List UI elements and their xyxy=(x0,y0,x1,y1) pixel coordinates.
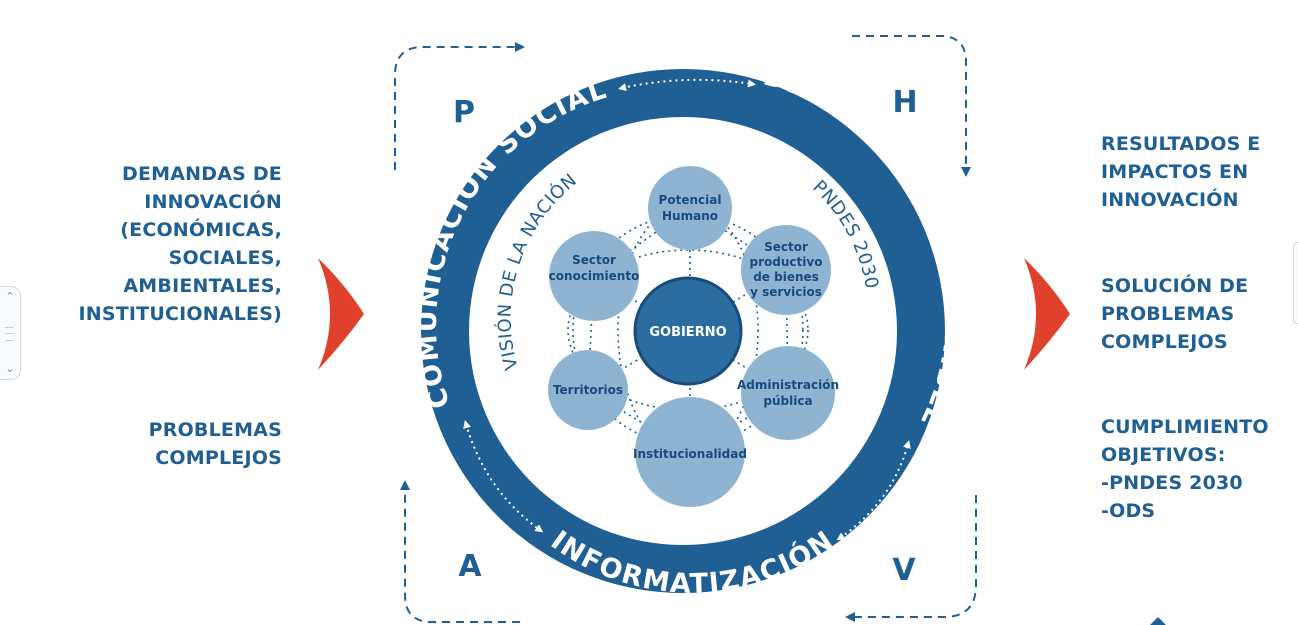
node-gobierno xyxy=(633,276,743,386)
node-territorios xyxy=(548,350,628,430)
network-nodes xyxy=(548,166,835,507)
node-sector-conocimiento xyxy=(549,231,639,321)
problems-line: COMPLEJOS xyxy=(155,447,282,469)
drag-handle-icon[interactable] xyxy=(5,327,14,341)
demands-text: DEMANDAS DE INNOVACIÓN (ECONÓMICAS, SOCI… xyxy=(40,160,282,328)
cycle-arrow-bottom-left xyxy=(400,480,520,623)
node-label: Administración xyxy=(737,378,839,392)
problems-text: PROBLEMAS COMPLEJOS xyxy=(40,416,282,472)
phva-letter-h: H xyxy=(892,85,917,120)
compliance-line: OBJETIVOS: xyxy=(1101,444,1226,466)
chevron-up-icon[interactable]: ⌃ xyxy=(5,290,15,303)
node-label: y servicios xyxy=(750,285,822,299)
phva-letter-p: P xyxy=(453,95,475,130)
side-scroll-widget[interactable]: ⌃ ⌄ xyxy=(0,286,21,380)
demands-line: AMBIENTALES, xyxy=(123,275,282,297)
node-label: productivo xyxy=(750,255,823,269)
partial-arrow-icon xyxy=(1150,617,1166,625)
results-line: INNOVACIÓN xyxy=(1101,189,1239,211)
node-potencial-humano xyxy=(648,166,732,250)
chevron-down-icon[interactable]: ⌄ xyxy=(5,362,15,375)
results-line: RESULTADOS E xyxy=(1101,133,1261,155)
phva-letter-a: A xyxy=(458,549,482,584)
demands-line: INSTITUCIONALES) xyxy=(78,303,282,325)
cycle-arrow-bottom-right xyxy=(845,495,977,622)
node-label: de bienes xyxy=(753,270,819,284)
red-chevron-left-icon xyxy=(318,258,364,370)
compliance-text: CUMPLIMIENTO OBJETIVOS: -PNDES 2030 -ODS xyxy=(1101,413,1291,525)
compliance-line: -PNDES 2030 xyxy=(1101,472,1243,494)
compliance-line: -ODS xyxy=(1101,500,1156,522)
cycle-arrow-top-right xyxy=(852,35,971,177)
phva-letters: P H V A xyxy=(453,85,918,588)
node-institucionalidad xyxy=(635,397,745,507)
node-label: conocimiento xyxy=(549,269,640,283)
compliance-line: CUMPLIMIENTO xyxy=(1101,416,1269,438)
node-sector-productivo xyxy=(741,225,831,315)
node-label: pública xyxy=(763,394,812,408)
phva-letter-v: V xyxy=(892,553,916,588)
ring-connector-right xyxy=(836,440,911,541)
node-label: Institucionalidad xyxy=(633,447,747,461)
gobierno-label: GOBIERNO xyxy=(649,325,726,340)
solution-line: SOLUCIÓN DE xyxy=(1101,275,1249,297)
demands-line: DEMANDAS DE xyxy=(122,163,282,185)
ring-connector-left xyxy=(463,420,544,533)
node-label: Sector xyxy=(764,240,808,254)
node-administracion xyxy=(741,346,835,440)
solution-text: SOLUCIÓN DE PROBLEMAS COMPLEJOS xyxy=(1101,272,1291,356)
solution-line: COMPLEJOS xyxy=(1101,331,1228,353)
node-labels: Potencial Humano Sector conocimiento Sec… xyxy=(549,193,839,461)
ring-connectors xyxy=(463,78,911,541)
results-text: RESULTADOS E IMPACTOS EN INNOVACIÓN xyxy=(1101,130,1291,214)
node-label: Humano xyxy=(662,209,718,223)
solution-line: PROBLEMAS xyxy=(1101,303,1235,325)
node-label: Potencial xyxy=(659,193,722,207)
right-edge-tab[interactable] xyxy=(1293,242,1298,324)
results-line: IMPACTOS EN xyxy=(1101,161,1249,183)
red-chevron-right-icon xyxy=(1024,258,1070,370)
cycle-arrows xyxy=(394,35,977,623)
demands-line: INNOVACIÓN xyxy=(144,191,282,213)
demands-line: SOCIALES, xyxy=(168,247,282,269)
demands-line: (ECONÓMICAS, xyxy=(120,219,282,241)
node-label: Sector xyxy=(572,253,616,267)
cycle-arrow-top-left xyxy=(394,42,525,170)
problems-line: PROBLEMAS xyxy=(148,419,282,441)
node-label: Territorios xyxy=(553,383,623,397)
